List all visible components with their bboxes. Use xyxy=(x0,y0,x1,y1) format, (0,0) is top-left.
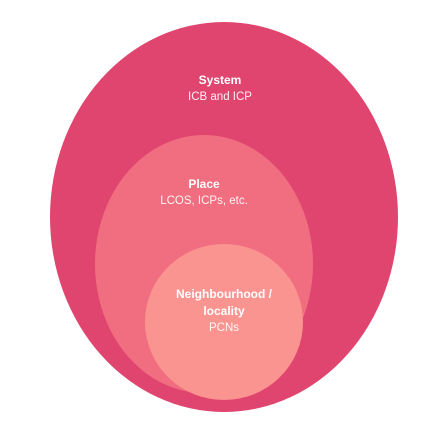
system-label: System ICB and ICP xyxy=(160,72,280,106)
neighbourhood-label: Neighbourhood / locality PCNs xyxy=(150,286,298,337)
system-subtitle: ICB and ICP xyxy=(188,91,252,103)
neighbourhood-title-line2: locality xyxy=(203,304,245,318)
place-label: Place LCOS, ICPs, etc. xyxy=(134,176,274,210)
neighbourhood-subtitle: PCNs xyxy=(208,322,240,334)
neighbourhood-circle xyxy=(145,244,303,400)
neighbourhood-title-line1: Neighbourhood / xyxy=(176,287,272,301)
system-title: System xyxy=(198,73,242,87)
place-title: Place xyxy=(188,177,220,191)
place-subtitle: LCOS, ICPs, etc. xyxy=(160,195,248,207)
